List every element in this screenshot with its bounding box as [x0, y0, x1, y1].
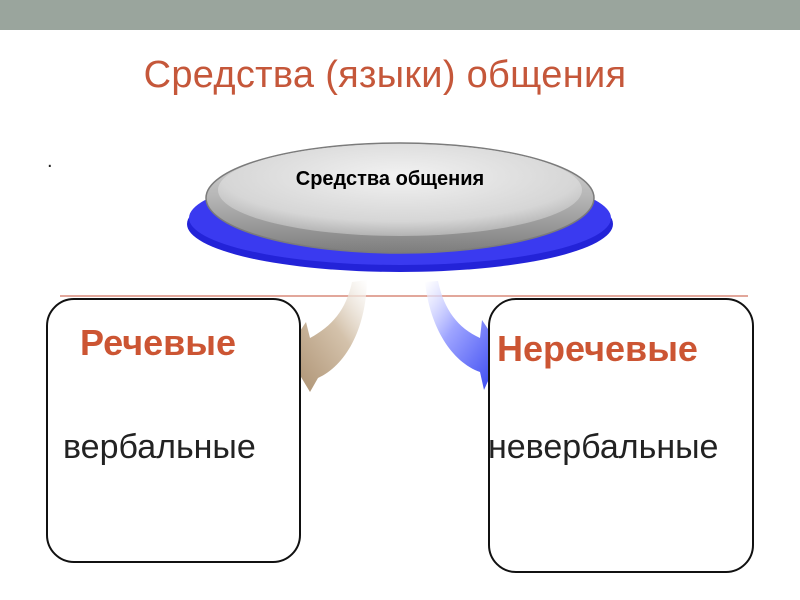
root-node-label: Средства общения — [295, 168, 485, 190]
top-band — [0, 0, 800, 30]
bullet-dot: . — [47, 150, 53, 172]
left-node-heading: Речевые — [80, 322, 237, 363]
left-node-box — [46, 298, 301, 563]
right-node-subtext: невербальные — [488, 428, 719, 466]
right-node-heading: Неречевые — [497, 328, 698, 369]
arrow-left — [286, 280, 367, 392]
slide-title: Средства (языки) общения — [143, 54, 627, 96]
right-node-box — [488, 298, 754, 573]
arrow-right — [425, 281, 502, 390]
left-node-subtext: вербальные — [63, 428, 256, 466]
root-node-shape — [187, 142, 613, 272]
